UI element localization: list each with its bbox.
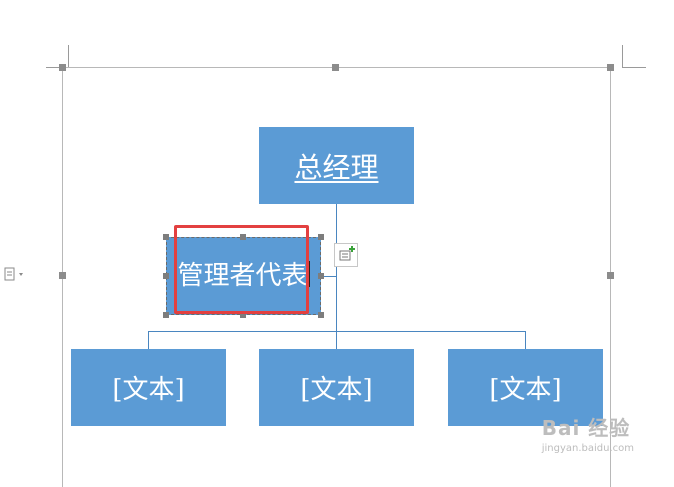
add-layout-icon: [339, 246, 355, 261]
org-box-label: [文本]: [112, 375, 185, 405]
shape-handle-bm[interactable]: [240, 312, 246, 318]
org-box-management-representative[interactable]: 管理者代表: [166, 237, 321, 315]
org-box-label: [文本]: [489, 375, 562, 405]
connector-drop-right: [525, 331, 526, 349]
highlight-rectangle: [174, 225, 309, 314]
shape-handle-tm[interactable]: [240, 234, 246, 240]
document-icon[interactable]: [4, 266, 23, 281]
watermark-logo: Bai 经验: [541, 416, 631, 440]
shape-handle-mr[interactable]: [318, 273, 324, 279]
baidu-watermark: Bai 经验 jingyan.baidu.com: [542, 412, 634, 454]
shape-handle-br[interactable]: [318, 312, 324, 318]
connector-horizontal: [148, 331, 526, 332]
org-box-label: [文本]: [300, 375, 373, 405]
connector-assistant: [321, 276, 336, 277]
shape-handle-tr[interactable]: [318, 234, 324, 240]
crop-mark-top-right-v: [622, 45, 623, 67]
frame-handle-tm[interactable]: [332, 64, 339, 71]
text-cursor: [308, 261, 310, 287]
crop-mark-top-left-v: [68, 45, 69, 67]
org-box-label: 总经理: [294, 150, 379, 184]
layout-options-button[interactable]: [334, 243, 358, 267]
frame-handle-ml[interactable]: [59, 272, 66, 279]
connector-drop-left: [148, 331, 149, 349]
org-box-general-manager[interactable]: 总经理: [259, 127, 414, 204]
frame-handle-tr[interactable]: [607, 64, 614, 71]
org-box-subordinate-2[interactable]: [文本]: [259, 349, 414, 426]
crop-mark-top-right-h: [622, 67, 646, 68]
org-box-label: 管理者代表: [177, 261, 310, 291]
org-box-subordinate-3[interactable]: [文本]: [448, 349, 603, 426]
shape-handle-ml[interactable]: [163, 273, 169, 279]
shape-handle-tl[interactable]: [163, 234, 169, 240]
org-box-subordinate-1[interactable]: [文本]: [71, 349, 226, 426]
frame-handle-tl[interactable]: [59, 64, 66, 71]
shape-handle-bl[interactable]: [163, 312, 169, 318]
connector-vertical-main: [336, 204, 337, 349]
watermark-url: jingyan.baidu.com: [541, 443, 634, 454]
frame-handle-mr[interactable]: [607, 272, 614, 279]
crop-mark-top-left-h: [46, 67, 68, 68]
